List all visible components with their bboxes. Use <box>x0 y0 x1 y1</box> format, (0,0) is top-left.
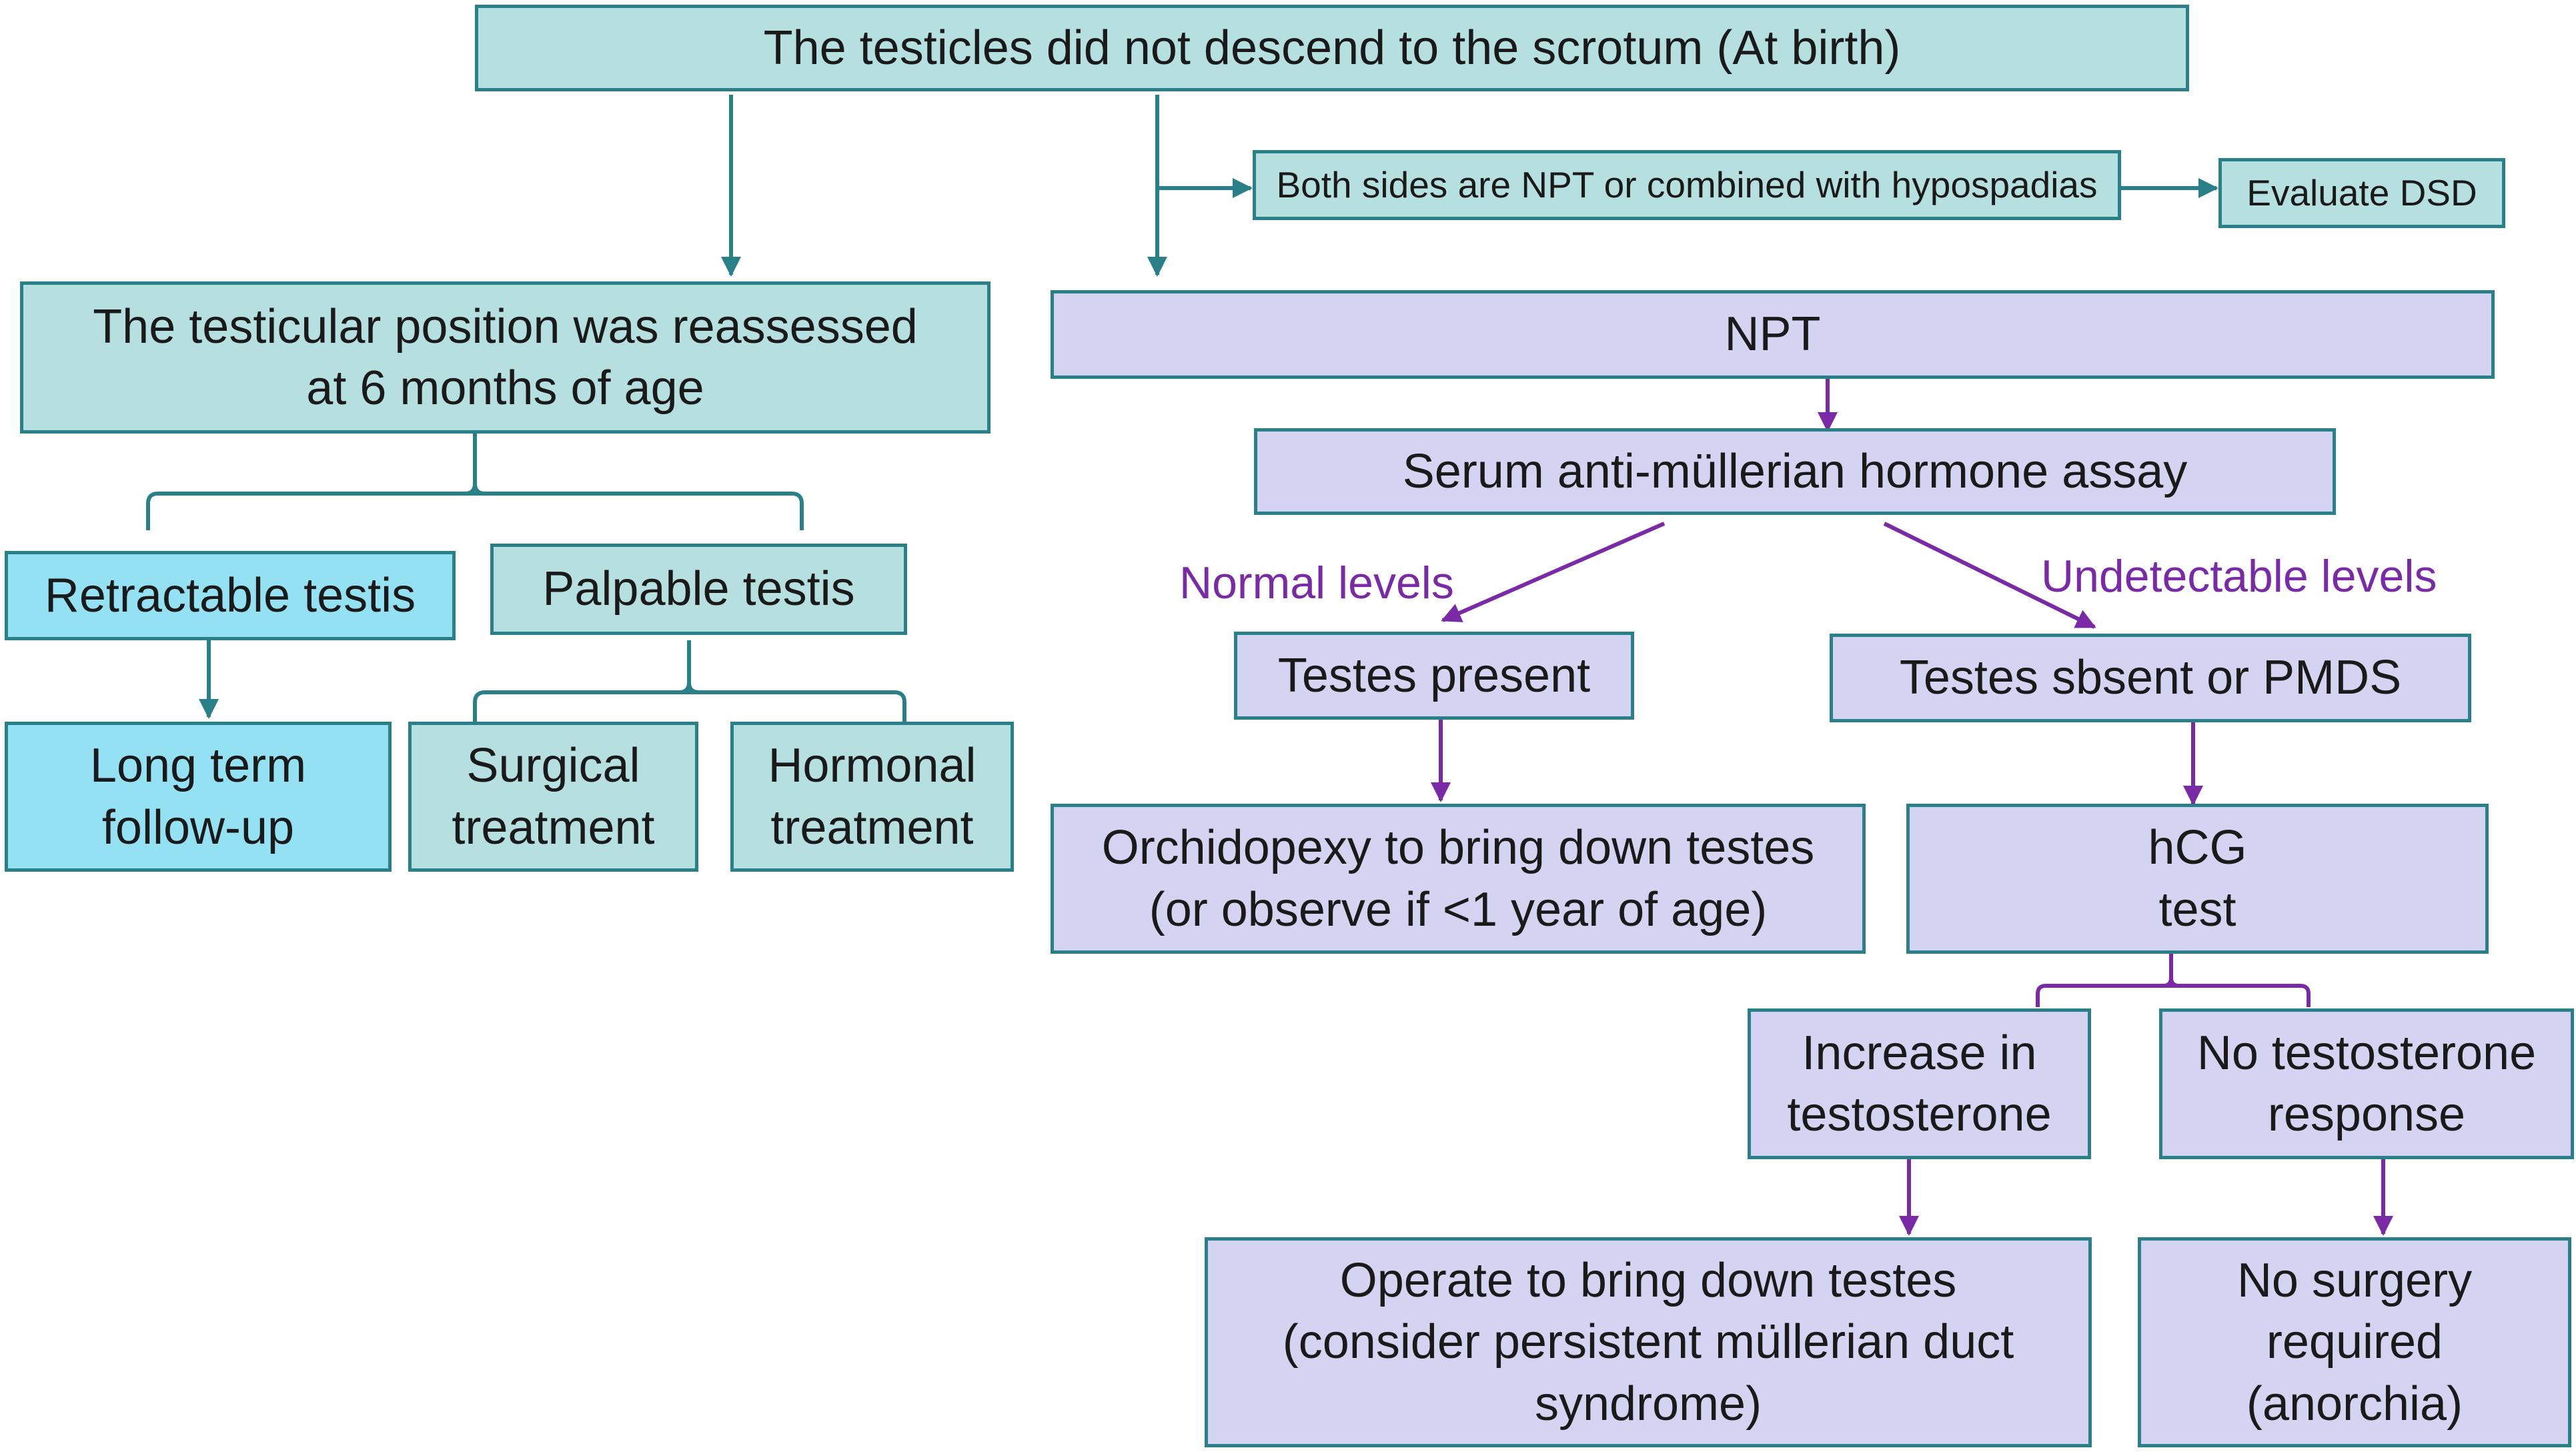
npt-node: NPT <box>1051 290 2495 379</box>
reassessed-node: The testicular position was reassessed a… <box>20 281 991 434</box>
no-surgery-node: No surgery required (anorchia) <box>2138 1237 2571 1447</box>
surgical-node: Surgical treatment <box>408 722 698 872</box>
long-term-node: Long term follow-up <box>5 722 392 872</box>
both-sides-npt-node: Both sides are NPT or combined with hypo… <box>1253 150 2121 220</box>
hormonal-node: Hormonal treatment <box>730 722 1014 872</box>
arrow-amh-to-present <box>1441 522 1666 622</box>
retractable-node: Retractable testis <box>5 551 456 640</box>
increase-testosterone-node: Increase in testosterone <box>1748 1008 2091 1159</box>
normal-levels-label: Normal levels <box>1179 558 1454 608</box>
undetectable-levels-label: Undetectable levels <box>2041 551 2437 602</box>
orchidopexy-node: Orchidopexy to bring down testes (or obs… <box>1051 804 1866 954</box>
no-response-node: No testosterone response <box>2159 1008 2574 1159</box>
bracket-hcg-split <box>2036 954 2311 1007</box>
evaluate-dsd-node: Evaluate DSD <box>2218 158 2505 228</box>
bracket-palpable-split <box>473 640 906 722</box>
amh-assay-node: Serum anti-müllerian hormone assay <box>1254 428 2336 515</box>
hcg-test-node: hCG test <box>1906 804 2489 954</box>
testes-absent-node: Testes sbsent or PMDS <box>1830 634 2471 722</box>
testes-present-node: Testes present <box>1234 632 1634 720</box>
bracket-reassessed-split <box>146 434 804 530</box>
operate-node: Operate to bring down testes (consider p… <box>1205 1237 2092 1447</box>
palpable-node: Palpable testis <box>490 544 907 635</box>
root-node: The testicles did not descend to the scr… <box>475 5 2189 91</box>
arrow-amh-to-absent <box>1883 522 2096 629</box>
